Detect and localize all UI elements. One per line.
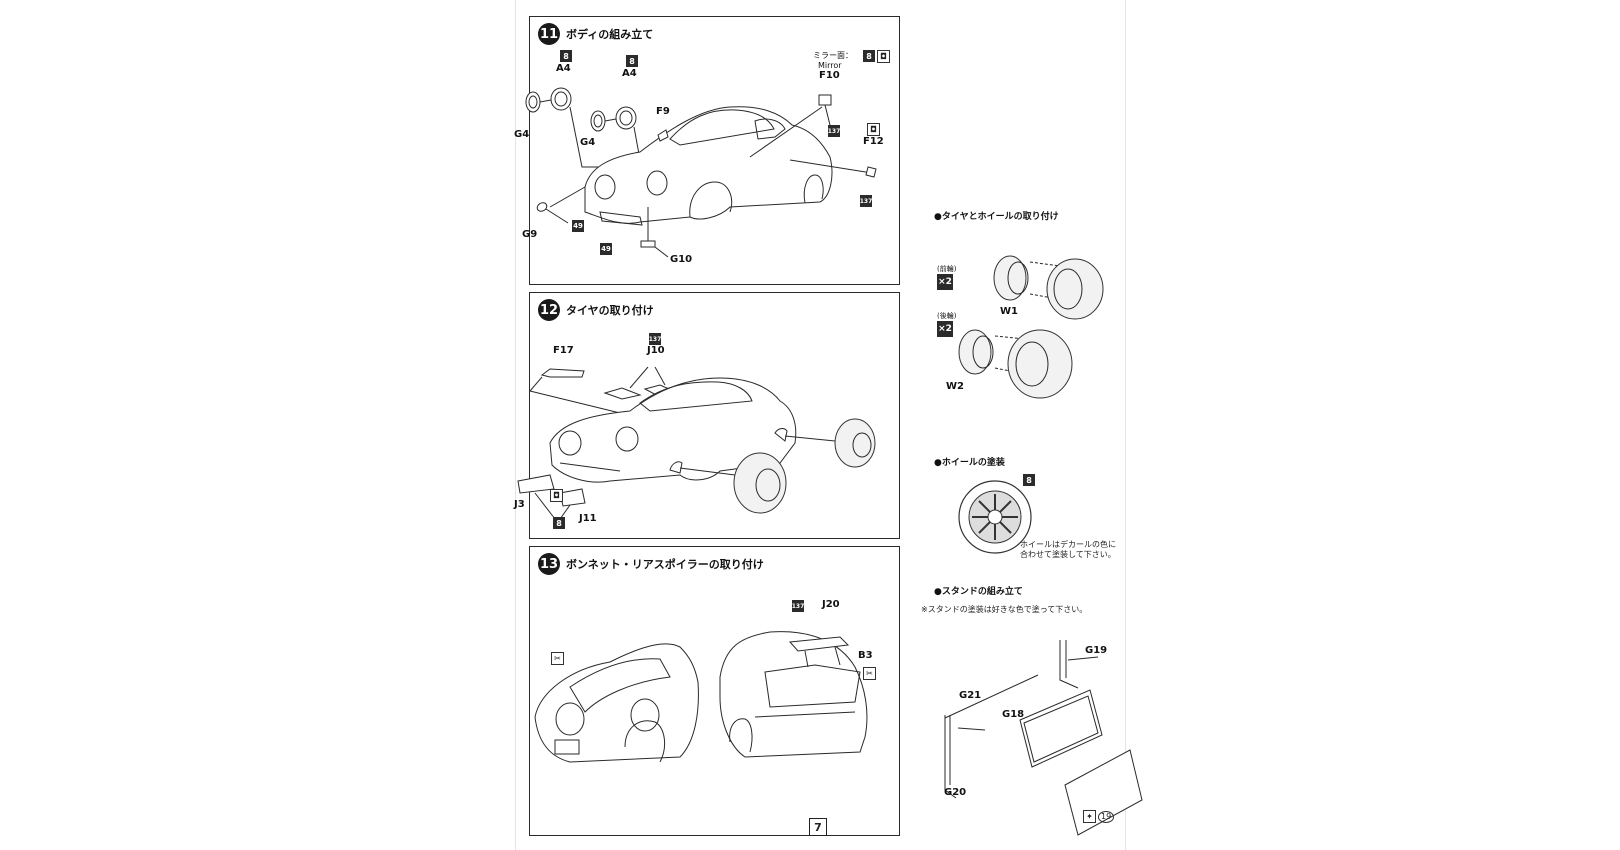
stand-heading: ●スタンドの組み立て: [934, 587, 1023, 597]
step-title: ボディの組み立て: [566, 28, 654, 41]
chrome-icon: ◘: [877, 50, 890, 63]
label-f12: F12: [863, 136, 884, 147]
front-tire: [834, 418, 876, 468]
chrome-icon: ◘: [550, 489, 563, 502]
label-j10: J10: [647, 345, 665, 356]
page-number: 7: [809, 818, 827, 836]
chrome-icon-f12: ◘: [867, 123, 880, 136]
j20-spoiler: [788, 636, 850, 652]
label-g4-left: G4: [514, 129, 530, 140]
a4-part-right: [615, 106, 637, 130]
label-g4-right: G4: [580, 137, 596, 148]
paint-code-mirror: 8: [863, 50, 875, 62]
step-11-panel: 11 ボディの組み立て: [514, 16, 900, 285]
step-11-body-diagram: [525, 87, 877, 258]
f17-part: [540, 368, 585, 378]
paint-code-f10: 137: [828, 125, 840, 137]
front-tire: [1046, 258, 1104, 320]
step-title: タイヤの取り付け: [566, 304, 654, 317]
paint-code-j20: 137: [792, 600, 804, 612]
label-f10: F10: [819, 70, 840, 81]
step-12-tire-diagram: [517, 366, 876, 520]
qty-rear: ×2: [937, 321, 953, 337]
label-g20: G20: [944, 787, 967, 798]
label-a4-right: A4: [622, 68, 637, 79]
label-j20: J20: [822, 599, 840, 610]
paint-code-a4-right: 8: [626, 55, 638, 67]
rear-wheel-badge: (後輪) ×2: [937, 311, 956, 337]
j11-part: [559, 488, 586, 507]
paint-code-a4-left: 8: [560, 50, 572, 62]
step-number: 11: [538, 23, 560, 45]
step-12-header: 12 タイヤの取り付け: [538, 299, 654, 321]
label-w1: W1: [1000, 306, 1018, 317]
label-b3: B3: [858, 650, 873, 661]
wheel-paint-note: ホイールはデカールの色に 合わせて塗装して下さい。: [1020, 540, 1116, 560]
car-rear-outline: [719, 631, 868, 758]
step-11-header: 11 ボディの組み立て: [538, 23, 653, 45]
step-title: ボンネット・リアスポイラーの取り付け: [566, 558, 764, 571]
label-g21: G21: [959, 690, 982, 701]
decal-icon: ✦: [1083, 810, 1096, 823]
label-j11: J11: [579, 513, 597, 524]
label-f17: F17: [553, 345, 574, 356]
paint-code-j3-j11: 8: [553, 517, 565, 529]
paint-code-j10: 137: [649, 333, 661, 345]
rear-label: (後輪): [937, 312, 957, 320]
decal-number: 19: [1098, 811, 1115, 823]
step-13-panel: 13 ボンネット・リアスポイラーの取り付け ✂ 137 J20 B3 ✂: [529, 546, 900, 836]
front-wheel-badge: (前輪) ×2: [937, 264, 956, 290]
tire-wheel-diagram: [958, 255, 1104, 399]
paint-code-wheel: 8: [1023, 474, 1035, 486]
paint-code-f12: 137: [860, 195, 872, 207]
step-number: 12: [538, 299, 560, 321]
front-label: (前輪): [937, 265, 957, 273]
step-number: 13: [538, 553, 560, 575]
wheel-paint-heading: ●ホイールの塗装: [934, 458, 1005, 468]
label-f9: F9: [656, 106, 670, 117]
w2-wheel: [958, 329, 992, 375]
car-body-outline: [584, 106, 833, 224]
note-line-2: 合わせて塗装して下さい。: [1020, 550, 1116, 559]
label-a4-left: A4: [556, 63, 571, 74]
step-13-header: 13 ボンネット・リアスポイラーの取り付け: [538, 553, 764, 575]
page-right-edge: [1125, 0, 1126, 850]
label-j3: J3: [514, 499, 525, 510]
label-mirror-jp: ミラー面：: [813, 51, 853, 60]
label-g9: G9: [522, 229, 538, 240]
rear-tire: [733, 452, 787, 514]
paint-code-g10: 49: [600, 243, 612, 255]
g4-part-right: [590, 110, 606, 132]
rear-tire: [1007, 329, 1073, 399]
stand-note: ※スタンドの塗装は好きな色で塗って下さい。: [921, 605, 1088, 614]
label-g10: G10: [670, 254, 693, 265]
page-left-edge: [515, 0, 516, 850]
car-body-outline: [549, 377, 797, 483]
a4-part-left: [550, 87, 572, 111]
label-g19: G19: [1085, 645, 1108, 656]
tire-wheel-heading: ●タイヤとホイールの取り付け: [934, 212, 1059, 222]
cutter-icon-rear: ✂: [863, 667, 876, 680]
step-13-bonnet-diagram: [534, 631, 868, 763]
w1-wheel: [993, 255, 1027, 301]
step-12-panel: 12 タイヤの取り付け F17 137 J10 ◘ J3: [514, 292, 900, 539]
g4-part-left: [525, 91, 541, 113]
label-g18: G18: [1002, 709, 1025, 720]
note-line-1: ホイールはデカールの色に: [1020, 540, 1116, 549]
qty-front: ×2: [937, 274, 953, 290]
paint-code-g9: 49: [572, 220, 584, 232]
g18-plate: [1019, 689, 1103, 768]
label-w2: W2: [946, 381, 964, 392]
wheel-paint-diagram: [958, 480, 1032, 554]
cutter-icon: ✂: [551, 652, 564, 665]
label-mirror-en: Mirror: [818, 61, 842, 70]
